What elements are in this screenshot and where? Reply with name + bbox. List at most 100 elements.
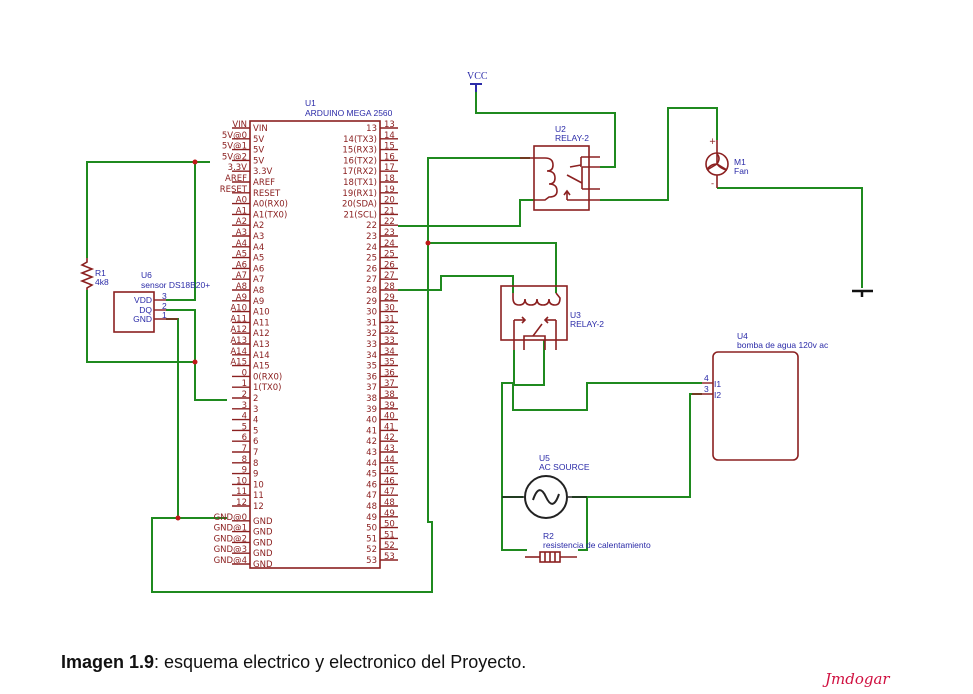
u1-pin-label: 46	[366, 480, 377, 490]
u1-pin-label: 33	[366, 340, 377, 350]
u2-ref: U2	[555, 124, 566, 134]
u1-pin-label: A9	[253, 297, 264, 307]
u1-pin-label: 26	[366, 264, 377, 274]
r1-value: 4k8	[95, 277, 109, 287]
wire-vcc	[475, 84, 616, 168]
pump-u4: U4 bomba de agua 120v ac I1 I2 4 3	[692, 331, 829, 461]
u4-pin-label: I1	[714, 379, 721, 389]
u1-pin-number: 41	[384, 422, 395, 432]
u1-pin-label: A3	[253, 232, 264, 242]
u1-pin-number: 13	[384, 120, 395, 130]
u1-pin-number: 5V@1	[222, 142, 247, 152]
vcc-label: VCC	[467, 71, 488, 82]
u1-pin-number: 5	[242, 422, 247, 432]
junction-dot	[175, 515, 181, 521]
u1-pin-number: 10	[236, 476, 247, 486]
u1-pin-number: 9	[242, 466, 247, 476]
u3-body	[500, 285, 568, 341]
u1-pin-label: 17(RX2)	[342, 167, 377, 177]
u1-pin-label: A1(TX0)	[253, 210, 287, 220]
u1-pin-label: 40	[366, 416, 377, 426]
u1-name: ARDUINO MEGA 2560	[305, 108, 393, 118]
vcc-symbol: VCC	[467, 71, 488, 92]
u1-pin-number: 39	[384, 401, 395, 411]
u4-body	[712, 351, 799, 461]
u1-pin-number: 15	[384, 142, 395, 152]
caption-text: : esquema electrico y electronico del Pr…	[154, 652, 527, 672]
fan-pin-minus: -	[711, 179, 714, 189]
u1-pin-label: A4	[253, 243, 264, 253]
u1-pin-number: A6	[236, 260, 247, 270]
u1-pin-number: 7	[242, 444, 247, 454]
u1-pin-label: 18(TX1)	[343, 178, 377, 188]
u1-pin-label: A14	[253, 351, 270, 361]
wire-pin22	[398, 199, 535, 227]
u1-pin-label: 7	[253, 448, 258, 458]
u1-pin-number: 20	[384, 196, 395, 206]
u1-pin-label: 3.3V	[253, 167, 273, 177]
u2-name: RELAY-2	[555, 133, 589, 143]
u1-pin-number: 40	[384, 412, 395, 422]
wire-fan-to-ground	[717, 187, 863, 288]
u1-pin-number: 33	[384, 336, 395, 346]
u1-pin-label: 12	[253, 502, 264, 512]
u2-coil-icon	[535, 157, 558, 201]
u1-pin-label: A8	[253, 286, 264, 296]
u1-pin-number: A8	[236, 282, 247, 292]
r1-zigzag	[79, 258, 95, 290]
u1-pin-number: 49	[384, 509, 395, 519]
u1-pin-number: A14	[230, 347, 247, 357]
u1-pin-label: 32	[366, 329, 377, 339]
u1-pin-number: A11	[230, 314, 247, 324]
u1-pin-number: 24	[384, 239, 395, 249]
u1-pin-label: 10	[253, 480, 264, 490]
u1-pin-number: A2	[236, 217, 247, 227]
u1-pin-number: 29	[384, 293, 395, 303]
ac-source-icon	[524, 475, 568, 519]
u1-pin-number: 17	[384, 163, 395, 173]
u1-pin-label: 43	[366, 448, 377, 458]
u1-pin-number: A0	[236, 196, 247, 206]
u1-pin-number: GND@1	[214, 524, 247, 534]
u3-name: RELAY-2	[570, 319, 604, 329]
u4-pin-num: 3	[704, 384, 709, 394]
fan-pin-plus: +	[709, 137, 716, 147]
u1-pin-number: 27	[384, 271, 395, 281]
u6-pin-label: VDD	[134, 295, 152, 305]
u1-pin-number: A10	[230, 304, 247, 314]
u1-pin-label: 31	[366, 318, 377, 328]
u1-pin-number: 18	[384, 174, 395, 184]
heater-r2: R2 resistencia de calentamiento	[525, 531, 651, 563]
u1-pin-number: 4	[242, 412, 247, 422]
u1-pin-label: 45	[366, 470, 377, 480]
u1-pin-number: 2	[242, 390, 247, 400]
u1-pin-number: 48	[384, 498, 395, 508]
u1-pin-number: 46	[384, 476, 395, 486]
u1-pin-label: 37	[366, 383, 377, 393]
u1-right-pins: 13131414(TX3)1515(RX3)1616(TX2)1717(RX2)…	[342, 120, 398, 566]
u1-pin-number: 35	[384, 358, 395, 368]
wire-ac-right	[572, 393, 702, 498]
u1-pin-number: 28	[384, 282, 395, 292]
wire-dq	[166, 309, 227, 401]
u6-body	[113, 291, 155, 333]
u3-ref: U3	[570, 310, 581, 320]
u1-pin-number: 44	[384, 455, 395, 465]
u2-body	[533, 145, 590, 211]
u1-pin-label: 35	[366, 362, 377, 372]
u5-name: AC SOURCE	[539, 462, 590, 472]
junction-dot	[425, 240, 431, 246]
u1-pin-label: A6	[253, 264, 264, 274]
u1-pin-number: 30	[384, 304, 395, 314]
u6-pin-num: 2	[162, 301, 167, 311]
u1-pin-label: 41	[366, 426, 377, 436]
u1-pin-number: AREF	[225, 174, 247, 184]
u5-ref: U5	[539, 453, 550, 463]
u1-pin-number: A4	[236, 239, 247, 249]
u1-pin-label: A13	[253, 340, 270, 350]
wire-u3-out-a	[512, 340, 702, 411]
u4-pin-num: 4	[704, 373, 709, 383]
u1-pin-label: 51	[366, 534, 377, 544]
u1-pin-label: 25	[366, 254, 377, 264]
